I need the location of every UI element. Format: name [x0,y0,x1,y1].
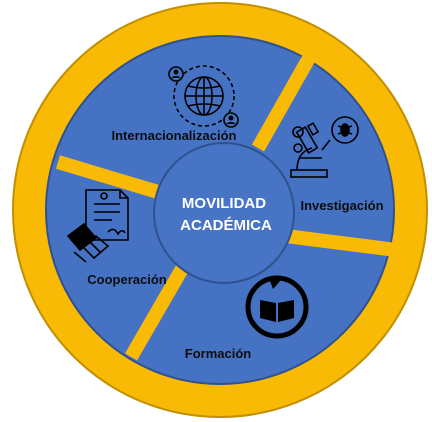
separator-top-right [251,54,316,152]
segment-label-internacionalizacion: Internacionalización [112,128,237,143]
segment-separators [55,54,397,361]
book-cycle-icon [245,275,309,339]
segment-label-formacion: Formación [185,346,252,361]
microscope-icon [290,116,359,178]
center-title-line2: ACADÉMICA [180,217,272,234]
center-title-line1: MOVILIDAD [182,195,266,212]
segment-label-cooperacion: Cooperación [87,272,167,287]
separator-right [285,229,397,257]
agreement-handshake-icon [66,189,129,263]
center-hub [153,142,295,284]
separator-bottom-left [124,251,197,361]
segment-label-investigacion: Investigación [300,198,383,213]
globe-network-icon [168,65,239,128]
separator-left [55,155,161,199]
